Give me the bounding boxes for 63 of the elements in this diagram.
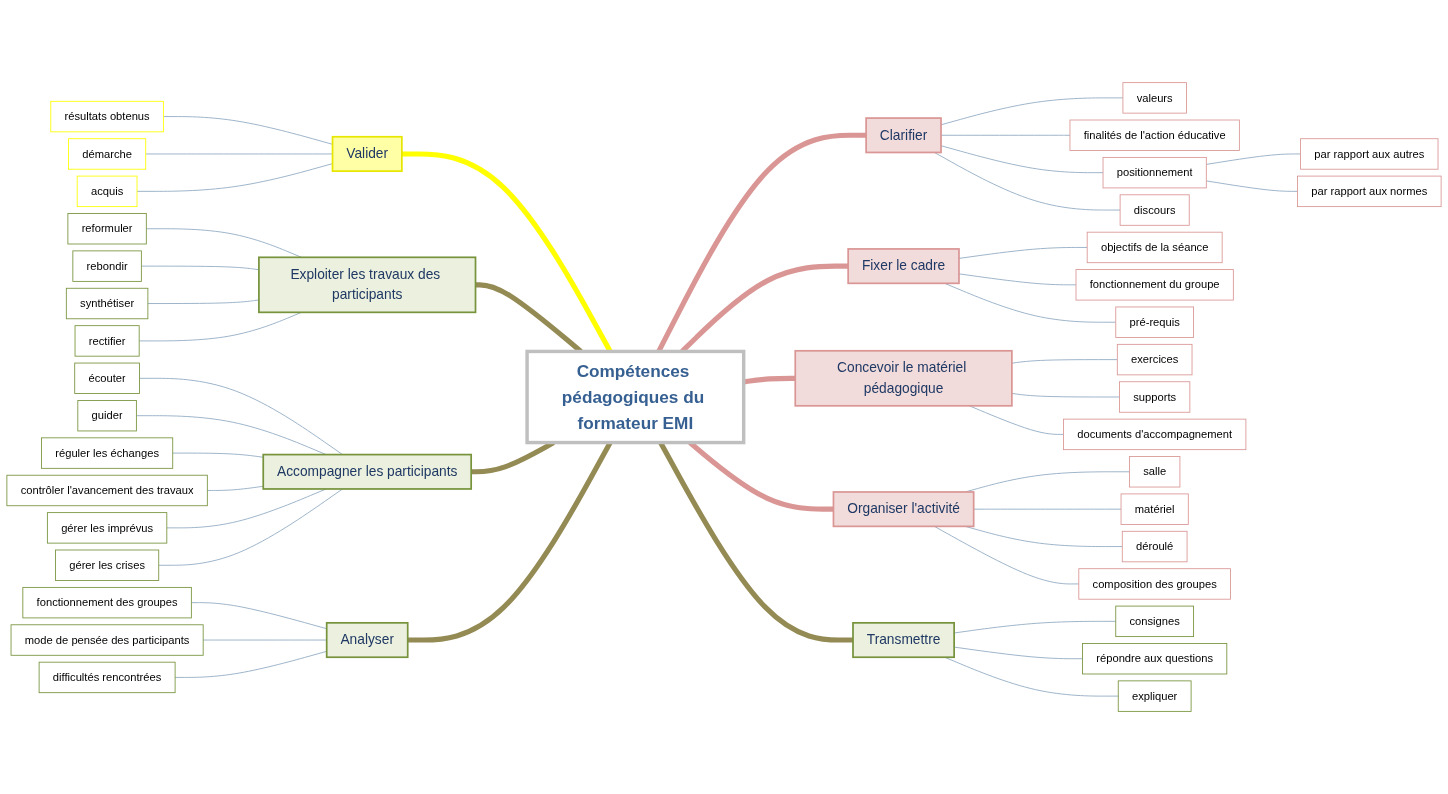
node-box: Organiser l'activité bbox=[832, 491, 975, 528]
node-box: discours bbox=[1119, 194, 1190, 226]
connector bbox=[163, 116, 333, 145]
node-box: répondre aux questions bbox=[1082, 643, 1228, 675]
node-box: rebondir bbox=[72, 250, 142, 282]
node-box: déroulé bbox=[1121, 530, 1188, 563]
node-box: gérer les imprévus bbox=[46, 512, 168, 544]
connector bbox=[136, 163, 333, 192]
node-box: difficultés rencontrées bbox=[38, 661, 176, 694]
node-box: valeurs bbox=[1122, 82, 1187, 114]
connector bbox=[1011, 359, 1118, 364]
node-box: Concevoir le matériel pédagogique bbox=[794, 349, 1013, 407]
node-box: fonctionnement des groupes bbox=[22, 586, 192, 619]
node-box: Transmettre bbox=[852, 622, 955, 659]
node-box: salle bbox=[1129, 456, 1181, 488]
node-box: résultats obtenus bbox=[50, 100, 164, 133]
node-box: exercices bbox=[1116, 343, 1193, 376]
node-box: finalités de l'action éducative bbox=[1069, 119, 1240, 151]
node-box: rectifier bbox=[74, 325, 140, 357]
node-box: pré-requis bbox=[1115, 306, 1194, 338]
node-box: objectifs de la séance bbox=[1086, 231, 1223, 264]
node-box: Fixer le cadre bbox=[847, 248, 960, 285]
node-box: acquis bbox=[76, 175, 138, 208]
node-box: synthétiser bbox=[65, 287, 149, 320]
connector bbox=[206, 485, 264, 491]
node-box: démarche bbox=[68, 138, 147, 170]
node-box: guider bbox=[77, 400, 137, 432]
node-box: gérer les crises bbox=[55, 549, 160, 581]
node-box: reformuler bbox=[67, 213, 147, 245]
node-box: fonctionnement du groupe bbox=[1075, 269, 1234, 301]
node-box: contrôler l'avancement des travaux bbox=[6, 474, 208, 507]
node-box: Compétences pédagogiques du formateur EMI bbox=[525, 349, 746, 445]
node-box: Analyser bbox=[325, 622, 409, 659]
node-box: par rapport aux normes bbox=[1297, 175, 1442, 208]
connector bbox=[158, 488, 343, 566]
node-box: Exploiter les travaux des participants bbox=[258, 256, 477, 314]
node-box: consignes bbox=[1115, 605, 1194, 638]
connector bbox=[1011, 392, 1120, 398]
connector bbox=[139, 377, 343, 455]
connector bbox=[958, 273, 1077, 286]
connector bbox=[1205, 180, 1298, 192]
node-box: matériel bbox=[1120, 493, 1189, 525]
connector bbox=[166, 488, 327, 529]
connector bbox=[743, 375, 796, 385]
connector bbox=[145, 153, 333, 155]
node-box: Clarifier bbox=[865, 117, 942, 154]
node-box: mode de pensée des participants bbox=[10, 624, 204, 656]
connector bbox=[973, 508, 1122, 510]
connector bbox=[172, 452, 264, 458]
node-box: par rapport aux autres bbox=[1300, 138, 1439, 170]
connector bbox=[933, 152, 1121, 211]
node-box: composition des groupes bbox=[1078, 568, 1231, 600]
node-box: réguler les échanges bbox=[41, 437, 174, 469]
node-box: positionnement bbox=[1102, 156, 1207, 189]
node-box: écouter bbox=[74, 362, 140, 394]
node-box: documents d'accompagnement bbox=[1063, 418, 1247, 451]
node-box: expliquer bbox=[1117, 680, 1192, 712]
connector bbox=[1205, 153, 1301, 165]
connector bbox=[145, 228, 302, 258]
node-box: Accompagner les participants bbox=[262, 453, 473, 490]
node-box: supports bbox=[1119, 381, 1191, 413]
node-box: Valider bbox=[331, 135, 403, 172]
connector bbox=[958, 247, 1088, 259]
